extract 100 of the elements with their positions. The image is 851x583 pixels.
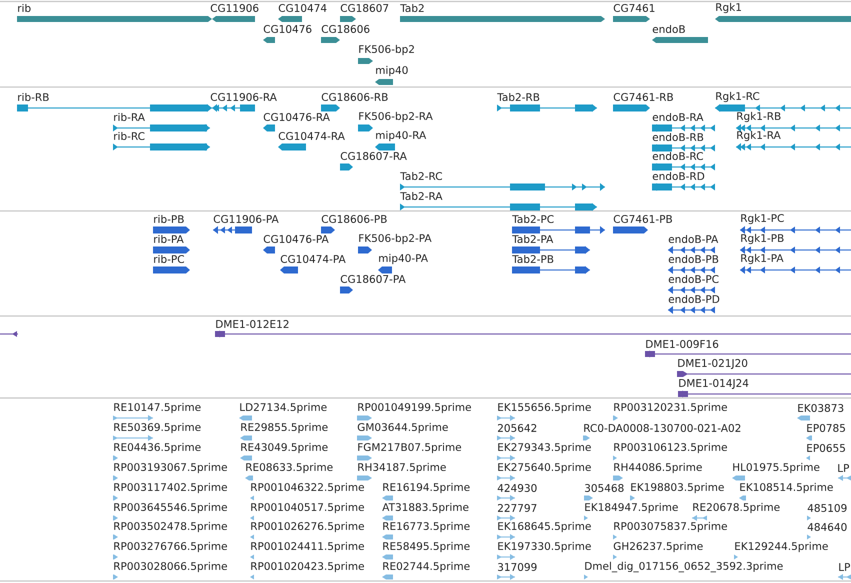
- feature-label: endoB-PB: [668, 254, 718, 264]
- feature-label: Dmel_dig_017156_0652_3592.3prime: [585, 562, 783, 572]
- feature-label: Rgk1-PA: [741, 254, 784, 264]
- feature-label: RP003120231.5prime: [614, 402, 727, 414]
- feature-label: RE16773.5prime: [383, 522, 470, 532]
- feature-label: RP001020423.5prime: [251, 562, 364, 572]
- feature-label: CG7461-RB: [614, 93, 673, 101]
- feature-label: 317099: [498, 563, 537, 571]
- feature-label: RE10147.5prime: [114, 402, 201, 414]
- feature-label: Tab2-RC: [400, 172, 442, 180]
- feature-label: RP003193067.5prime: [114, 462, 227, 474]
- feature-label: Tab2-RA: [400, 192, 442, 200]
- feature-label: endoB-RD: [652, 172, 704, 180]
- feature-label: RP003106123.5prime: [614, 442, 727, 454]
- feature-label: RH44086.5prime: [614, 462, 702, 474]
- feature-label: FK506-bp2-PA: [359, 234, 432, 244]
- feature-label: 227797: [498, 504, 536, 512]
- feature-label: CG10476: [264, 25, 312, 33]
- feature-label: Rgk1: [716, 2, 741, 14]
- feature-label: endoB-RC: [652, 152, 703, 160]
- feature-label: FK506-bp2: [359, 44, 414, 56]
- feature-label: CG18606-RB: [322, 93, 388, 101]
- feature-label: rib-RA: [114, 112, 145, 122]
- feature-label: RE29855.5prime: [241, 422, 328, 434]
- feature-label: mip40-PA: [379, 254, 428, 264]
- feature-label: 305468: [585, 484, 624, 492]
- feature-label: GM03644.5prime: [358, 422, 448, 434]
- feature-label: DME1-021J20: [678, 359, 748, 369]
- feature-label: LP: [839, 563, 850, 571]
- feature-label: Tab2-PB: [512, 254, 554, 264]
- feature-label: LP: [838, 464, 850, 472]
- feature-label: EK184947.5prime: [585, 502, 678, 514]
- feature-label: endoB-RA: [652, 112, 704, 122]
- feature-label: RH34187.5prime: [358, 462, 446, 474]
- feature-label: Rgk1-PC: [741, 214, 784, 224]
- feature-label: CG18606-PB: [322, 215, 387, 223]
- feature-label: EK129244.5prime: [735, 542, 828, 552]
- feature-label: EK275640.5prime: [498, 462, 591, 474]
- feature-label: rib: [18, 4, 31, 12]
- feature-label: rib-PA: [154, 234, 184, 244]
- feature-label: rib-RB: [18, 92, 49, 102]
- feature-label: EK03873: [798, 404, 844, 412]
- feature-label: CG10474-PA: [280, 255, 346, 263]
- feature-label: endoB-PC: [668, 274, 718, 284]
- feature-label: rib-PB: [154, 214, 184, 224]
- feature-label: endoB-PA: [668, 234, 718, 244]
- feature-label: Tab2-RB: [497, 92, 540, 102]
- feature-label: CG7461-PB: [614, 215, 672, 223]
- feature-label: EP0655: [807, 444, 845, 452]
- feature-label: GH26237.5prime: [614, 542, 703, 552]
- feature-label: RP003502478.5prime: [114, 522, 227, 532]
- feature-label: CG10474: [278, 4, 326, 12]
- feature-label: RP001046322.5prime: [251, 482, 364, 494]
- feature-label: RP001049199.5prime: [358, 402, 471, 414]
- feature-label: EK155656.5prime: [498, 402, 591, 414]
- feature-label: DME1-014J24: [679, 379, 748, 389]
- feature-label: Rgk1-PB: [741, 234, 784, 244]
- feature-label: RE20678.5prime: [693, 502, 780, 514]
- feature-label: CG18606: [322, 25, 370, 33]
- feature-label: RE16194.5prime: [383, 482, 470, 494]
- feature-label: RE02744.5prime: [383, 562, 470, 572]
- feature-label: EK108514.5prime: [740, 482, 833, 494]
- feature-label: FK506-bp2-RA: [359, 112, 433, 122]
- feature-label: RP003075837.5prime: [614, 522, 727, 532]
- feature-label: Rgk1-RC: [716, 92, 760, 102]
- feature-label: Rgk1-RB: [737, 112, 780, 122]
- feature-label: rib-PC: [154, 254, 184, 264]
- feature-label: CG11906: [210, 4, 258, 12]
- feature-label: EK198803.5prime: [631, 482, 724, 494]
- feature-label: endoB: [652, 24, 685, 34]
- feature-label: RE50369.5prime: [114, 422, 201, 434]
- feature-label: 205642: [498, 424, 536, 432]
- feature-label: RP003276766.5prime: [114, 542, 227, 552]
- feature-label: RP001024411.5prime: [251, 542, 364, 552]
- feature-label: CG10476-RA: [264, 113, 330, 121]
- feature-label: endoB-RB: [652, 132, 704, 142]
- feature-label: CG11906-RA: [210, 93, 277, 101]
- feature-label: 484640: [808, 523, 847, 531]
- feature-label: RP001040517.5prime: [251, 502, 364, 514]
- feature-label: Tab2-PA: [512, 234, 554, 244]
- feature-label: RE58495.5prime: [383, 542, 470, 552]
- feature-label: CG18607: [340, 4, 388, 12]
- feature-label: Tab2-PC: [512, 214, 554, 224]
- feature-label: HL01975.5prime: [733, 462, 820, 474]
- feature-label: RP003028066.5prime: [114, 562, 227, 572]
- feature-label: DME1-012E12: [216, 320, 288, 328]
- feature-label: CG10476-PA: [264, 235, 329, 243]
- feature-label: CG18607-RA: [340, 152, 407, 160]
- feature-label: mip40-RA: [376, 130, 426, 142]
- feature-label: rib-RC: [114, 132, 144, 140]
- feature-label: CG7461: [614, 4, 654, 12]
- feature-label: EK197330.5prime: [498, 542, 591, 552]
- feature-label: EK279343.5prime: [498, 442, 591, 454]
- feature-label: RE08633.5prime: [246, 462, 333, 474]
- feature-label: Rgk1-RA: [737, 130, 781, 142]
- feature-label: Tab2: [400, 4, 424, 12]
- feature-label: RE04436.5prime: [114, 442, 201, 454]
- feature-label: CG10474-RA: [278, 132, 345, 140]
- feature-label: CG11906-PA: [214, 215, 279, 223]
- feature-label: RE43049.5prime: [241, 442, 328, 454]
